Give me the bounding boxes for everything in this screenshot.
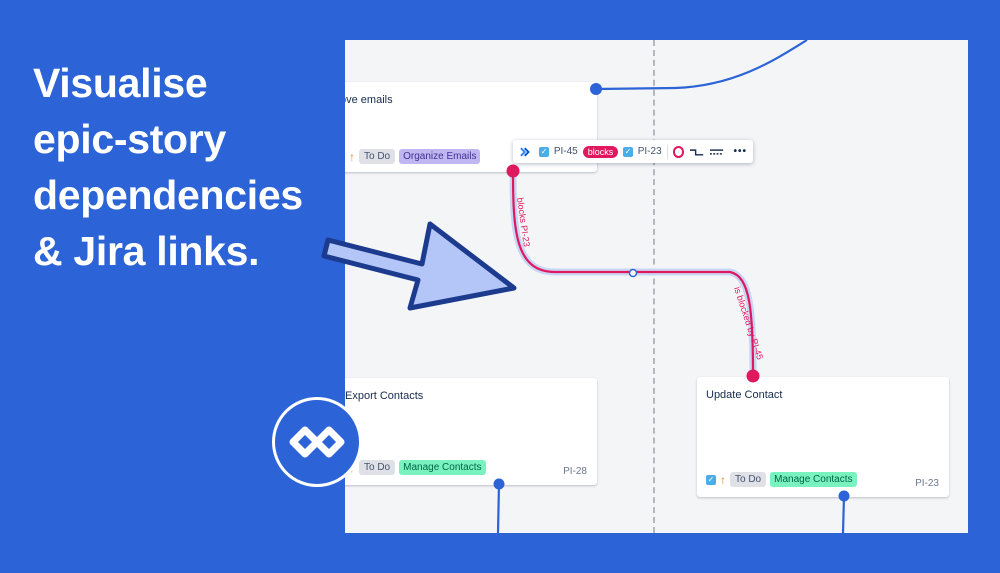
card-footer: ↑ To Do Organize Emails [349, 149, 481, 164]
issue-key[interactable]: PI-28 [563, 466, 587, 477]
from-issue-key[interactable]: PI-45 [553, 146, 578, 157]
checkbox-icon: ✓ [623, 146, 633, 157]
link-toolbar: ✓ PI-45 blocks ✓ PI-23 ••• [513, 140, 753, 163]
card-footer: ✓ ↑ To Do Manage Contacts [706, 472, 857, 487]
dependency-link-bottom-right[interactable] [841, 495, 846, 533]
link-end-handle[interactable] [746, 369, 760, 383]
link-handle[interactable] [493, 478, 505, 490]
checkbox-icon: ✓ [706, 474, 716, 485]
link-handle[interactable] [590, 83, 602, 95]
card-export-contacts[interactable]: Export Contacts ↑ To Do Manage Contacts … [345, 378, 597, 485]
more-options-icon[interactable]: ••• [733, 146, 747, 157]
dependency-links: blocks PI-23 is blocked by PI-45 [493, 40, 850, 533]
arrow-right-icon [321, 221, 517, 311]
epic-badge[interactable]: Manage Contacts [770, 472, 857, 487]
card-title: ove emails [345, 94, 393, 106]
card-title: Update Contact [706, 389, 783, 401]
headline-line-1: Visualise [33, 60, 208, 106]
arrow-up-icon: ↑ [720, 472, 726, 487]
dependency-link-top[interactable] [595, 40, 808, 91]
status-badge[interactable]: To Do [359, 149, 396, 164]
checkbox-icon: ✓ [539, 146, 549, 157]
link-midpoint-handle[interactable] [628, 268, 638, 278]
headline-line-4: & Jira links. [33, 228, 260, 274]
headline: Visualise epic-story dependencies & Jira… [33, 55, 333, 279]
card-footer: ↑ To Do Manage Contacts [349, 460, 486, 475]
headline-line-3: dependencies [33, 172, 303, 218]
jira-logo-icon[interactable] [519, 146, 530, 158]
card-update-contact[interactable]: Update Contact ✓ ↑ To Do Manage Contacts… [697, 377, 949, 497]
link-start-handle[interactable] [506, 164, 520, 178]
status-badge[interactable]: To Do [359, 460, 396, 475]
toolbar-separator [666, 144, 668, 159]
headline-line-2: epic-story [33, 116, 226, 162]
status-badge[interactable]: To Do [730, 472, 767, 487]
circle-style-icon[interactable] [672, 145, 685, 158]
dependency-board[interactable]: ove emails ↑ To Do Organize Emails Expor… [345, 40, 968, 533]
arrow-up-icon: ↑ [349, 149, 355, 164]
dependency-link-bottom-left[interactable] [496, 483, 501, 533]
dashed-line-icon[interactable] [709, 147, 724, 157]
step-line-icon[interactable] [689, 147, 704, 157]
column-divider [653, 40, 655, 533]
card-title: Export Contacts [345, 390, 424, 402]
link-handle[interactable] [838, 490, 850, 502]
epic-badge[interactable]: Manage Contacts [399, 460, 486, 475]
blocks-link[interactable] [511, 169, 755, 376]
issue-key[interactable]: PI-23 [915, 478, 939, 489]
link-type-badge[interactable]: blocks [582, 145, 619, 158]
brand-logo-icon [272, 397, 362, 487]
to-issue-key[interactable]: PI-23 [637, 146, 662, 157]
epic-badge[interactable]: Organize Emails [399, 149, 481, 164]
